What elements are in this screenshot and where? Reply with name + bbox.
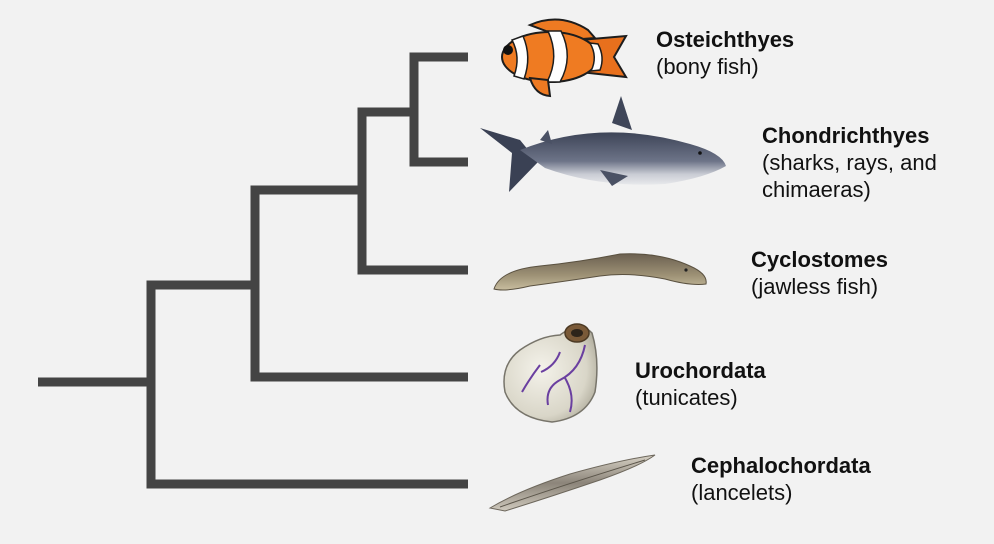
- lamprey-icon: [493, 253, 707, 291]
- taxon-name: Osteichthyes: [656, 27, 795, 52]
- taxon-label-cephalochordata: Cephalochordata (lancelets): [691, 452, 871, 506]
- taxon-name: Urochordata: [635, 358, 766, 383]
- taxon-name: Cephalochordata: [691, 453, 871, 478]
- taxon-label-cyclostomes: Cyclostomes (jawless fish): [751, 246, 888, 300]
- taxon-name: Chondrichthyes: [762, 123, 930, 148]
- shark-icon: [480, 96, 726, 192]
- node-gnathostomata: [409, 52, 468, 167]
- node-chordata: [146, 280, 468, 489]
- taxon-common-name: (jawless fish): [751, 274, 879, 299]
- lancelet-icon: [488, 454, 656, 512]
- taxon-common-name: (lancelets): [691, 480, 793, 505]
- taxon-label-urochordata: Urochordata (tunicates): [635, 357, 766, 411]
- taxon-common-name: (sharks, rays, and chimaeras): [762, 150, 937, 202]
- node-vertebrata: [357, 107, 468, 275]
- taxon-common-name: (bony fish): [656, 54, 759, 79]
- taxon-common-name: (tunicates): [635, 385, 738, 410]
- clownfish-icon: [501, 18, 628, 98]
- tree-branches: [38, 52, 468, 489]
- tunicate-icon: [503, 323, 598, 423]
- node-olfactores: [250, 185, 468, 382]
- taxon-label-osteichthyes: Osteichthyes (bony fish): [656, 26, 794, 80]
- taxon-label-chondrichthyes: Chondrichthyes (sharks, rays, and chimae…: [762, 122, 982, 203]
- taxon-name: Cyclostomes: [751, 247, 888, 272]
